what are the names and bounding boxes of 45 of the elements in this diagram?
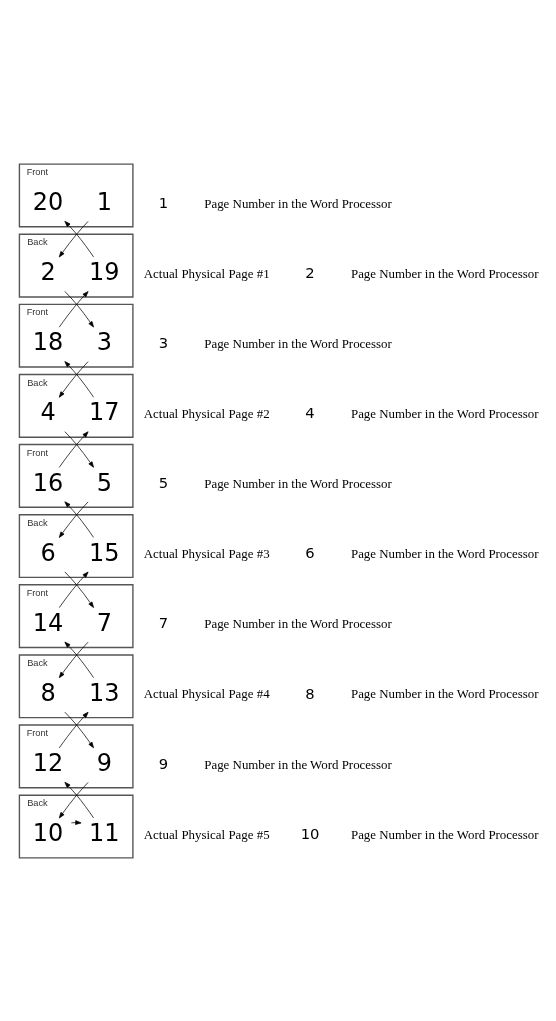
node-text: 13 <box>89 678 120 707</box>
label: Page Number in the Word Processor <box>350 405 539 421</box>
node-text: 6 <box>40 538 56 567</box>
label: Page Number in the Word Processor <box>204 335 392 351</box>
label: Page Number in the Word Processor <box>204 195 392 211</box>
node-text: 2 <box>40 257 56 286</box>
label: Page Number in the Word Processor <box>204 615 392 631</box>
label: Page Number in the Word Processor <box>350 826 539 842</box>
node-text: 11 <box>89 818 120 847</box>
node-text: 17 <box>89 397 120 426</box>
node-text: 10 <box>32 818 64 847</box>
node-text: 14 <box>32 608 64 637</box>
node-text: 12 <box>32 748 64 777</box>
label: Actual Physical Page #5 <box>143 826 270 842</box>
label: 6 <box>305 543 315 561</box>
label: 2 <box>305 263 315 281</box>
label: Actual Physical Page #3 <box>143 545 270 561</box>
label: Actual Physical Page #4 <box>143 685 270 701</box>
node-text: 15 <box>89 538 120 567</box>
label: Page Number in the Word Processor <box>350 685 539 701</box>
node-text: 5 <box>96 468 112 497</box>
node-text: 9 <box>96 748 112 777</box>
node-text: 18 <box>32 327 64 356</box>
node-text: 20 <box>32 187 64 216</box>
label: 9 <box>158 754 169 772</box>
label: Page Number in the Word Processor <box>350 545 539 561</box>
label: 5 <box>158 473 169 491</box>
label: 8 <box>305 684 315 702</box>
label: Actual Physical Page #1 <box>143 265 270 281</box>
label: Page Number in the Word Processor <box>204 756 392 772</box>
label: 4 <box>305 403 315 421</box>
label: Actual Physical Page #2 <box>143 405 270 421</box>
label: 1 <box>158 193 169 211</box>
node-text: 19 <box>89 257 120 286</box>
label: 10 <box>300 824 320 842</box>
node-text: 4 <box>40 397 56 426</box>
node-text: 16 <box>32 468 64 497</box>
label: Page Number in the Word Processor <box>204 475 392 491</box>
node-text: 7 <box>96 608 112 637</box>
label: Page Number in the Word Processor <box>350 265 539 281</box>
node-text: 1 <box>96 187 112 216</box>
node-text: 3 <box>96 327 112 356</box>
label: 3 <box>158 333 169 351</box>
node-text: 8 <box>40 678 56 707</box>
label: 7 <box>158 613 169 631</box>
